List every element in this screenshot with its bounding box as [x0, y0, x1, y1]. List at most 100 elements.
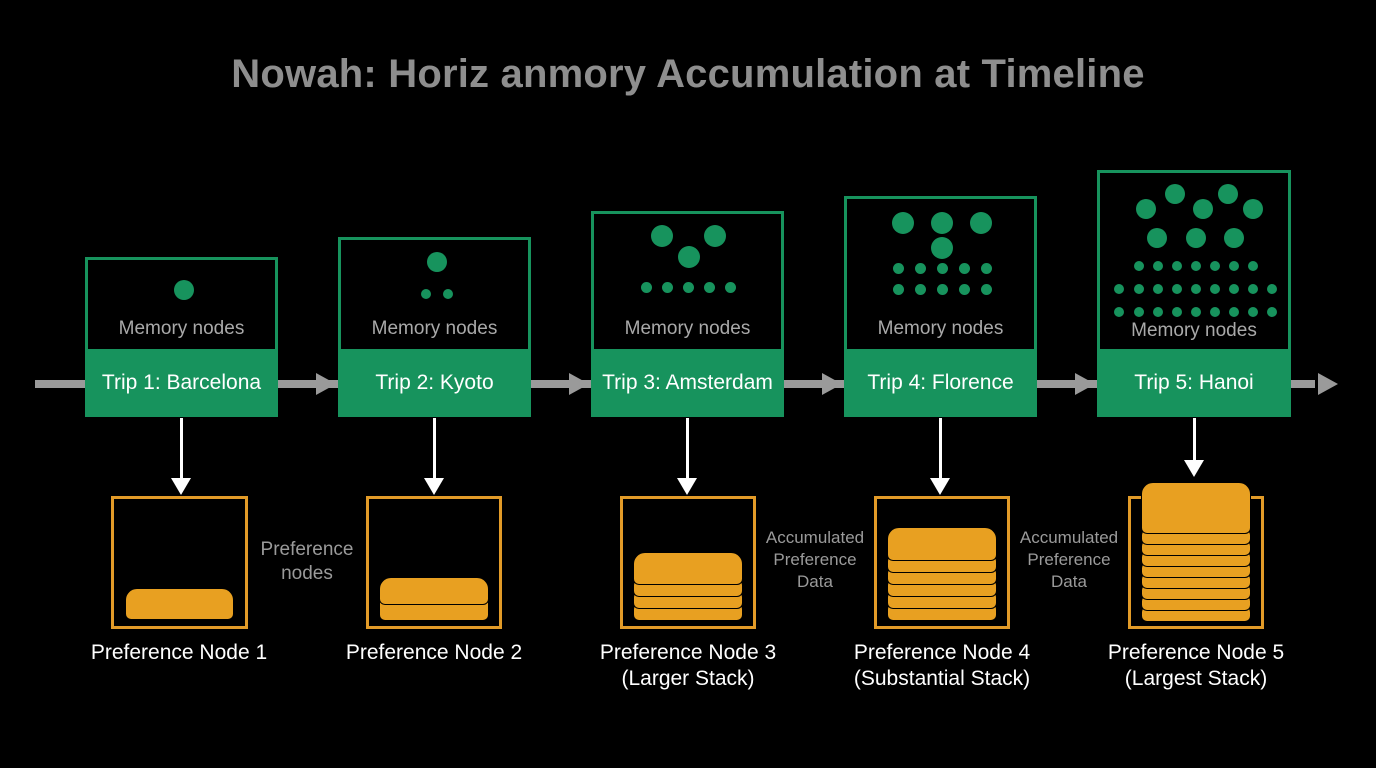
preference-node-title: Preference Node 5	[1107, 641, 1285, 664]
trip-label-1: Trip 1: Barcelona	[85, 349, 278, 417]
memory-node	[1248, 307, 1258, 317]
memory-node	[915, 263, 926, 274]
memory-node	[1243, 199, 1263, 219]
memory-node	[1136, 199, 1156, 219]
preference-node-subtitle: (Substantial Stack)	[853, 667, 1031, 690]
memory-node	[959, 284, 970, 295]
down-arrow-3	[686, 418, 689, 480]
preference-node-label-2: Preference Node 2	[314, 640, 554, 666]
side-label-line: Preference	[1027, 550, 1111, 569]
memory-node	[931, 212, 953, 234]
side-label-line: Preference	[260, 539, 354, 560]
side-label-line: Accumulated	[1019, 528, 1119, 547]
memory-node	[704, 225, 726, 247]
memory-node	[981, 263, 992, 274]
memory-node	[1165, 184, 1185, 204]
side-label-line: Data	[1051, 572, 1087, 591]
preference-node-label-5: Preference Node 5 (Largest Stack)	[1076, 640, 1316, 692]
memory-node	[1186, 228, 1206, 248]
side-label-line: Preference	[773, 550, 857, 569]
preference-stack-layer	[379, 577, 489, 605]
memory-node	[1229, 284, 1239, 294]
down-arrow-5	[1193, 418, 1196, 462]
timeline-arrow-end	[1318, 373, 1338, 395]
preference-node-title: Preference Node 3	[599, 641, 777, 664]
preference-stack-layer	[1141, 482, 1251, 534]
trip-label-4: Trip 4: Florence	[844, 349, 1037, 417]
preference-stack-layer	[125, 588, 234, 620]
memory-node	[1191, 284, 1201, 294]
preference-stack-layer	[887, 527, 997, 561]
trip-label-2: Trip 2: Kyoto	[338, 349, 531, 417]
preference-node-box-2	[366, 496, 502, 629]
trip-node-3: Memory nodes Trip 3: Amsterdam	[591, 211, 784, 417]
trip-node-4: Memory nodes Trip 4: Florence	[844, 196, 1037, 417]
memory-node	[1172, 307, 1182, 317]
preference-node-label-4: Preference Node 4 (Substantial Stack)	[822, 640, 1062, 692]
memory-node	[1114, 284, 1124, 294]
preference-node-label-1: Preference Node 1	[59, 640, 299, 666]
memory-node	[892, 212, 914, 234]
down-arrow-2	[433, 418, 436, 480]
memory-node	[1172, 284, 1182, 294]
memory-node	[427, 252, 447, 272]
memory-node	[1153, 307, 1163, 317]
timeline-arrow-4	[1075, 373, 1095, 395]
memory-node	[915, 284, 926, 295]
memory-node	[1147, 228, 1167, 248]
memory-node	[937, 263, 948, 274]
memory-node	[443, 289, 453, 299]
side-label-preference-nodes: Preference nodes	[242, 538, 372, 586]
preference-node-box-4	[874, 496, 1010, 629]
memory-node	[1210, 284, 1220, 294]
side-label-line: nodes	[281, 563, 333, 584]
memory-node	[174, 280, 194, 300]
memory-node	[1191, 261, 1201, 271]
preference-node-title: Preference Node 4	[853, 641, 1031, 664]
trip-label-5: Trip 5: Hanoi	[1097, 349, 1291, 417]
side-label-accumulated-3-4: Accumulated Preference Data	[750, 527, 880, 593]
down-arrowhead-5	[1184, 460, 1204, 477]
timeline-arrow-1	[316, 373, 336, 395]
memory-node	[725, 282, 736, 293]
memory-node	[893, 263, 904, 274]
memory-node	[1114, 307, 1124, 317]
preference-node-subtitle: (Larger Stack)	[621, 667, 755, 690]
timeline-arrow-2	[569, 373, 589, 395]
trip-node-2: Memory nodes Trip 2: Kyoto	[338, 237, 531, 417]
memory-node	[1248, 261, 1258, 271]
side-label-accumulated-4-5: Accumulated Preference Data	[1004, 527, 1134, 593]
memory-node	[959, 263, 970, 274]
memory-node	[1218, 184, 1238, 204]
memory-node	[683, 282, 694, 293]
preference-node-box-3	[620, 496, 756, 629]
down-arrow-1	[180, 418, 183, 480]
timeline-arrow-3	[822, 373, 842, 395]
memory-node	[662, 282, 673, 293]
down-arrowhead-2	[424, 478, 444, 495]
memory-nodes-label: Memory nodes	[1131, 320, 1257, 341]
trip-node-5: Memory nodes Trip 5: Hanoi	[1097, 170, 1291, 417]
memory-node	[1153, 261, 1163, 271]
preference-stack-layer	[633, 552, 743, 585]
preference-node-box-1	[111, 496, 248, 629]
memory-node	[970, 212, 992, 234]
memory-node	[937, 284, 948, 295]
memory-node	[1172, 261, 1182, 271]
memory-node	[651, 225, 673, 247]
down-arrowhead-4	[930, 478, 950, 495]
memory-node	[1191, 307, 1201, 317]
memory-node	[1248, 284, 1258, 294]
memory-node	[1229, 261, 1239, 271]
preference-node-subtitle: (Largest Stack)	[1124, 667, 1268, 690]
memory-node	[1267, 284, 1277, 294]
memory-node	[1153, 284, 1163, 294]
trip-node-1: Memory nodes Trip 1: Barcelona	[85, 257, 278, 417]
memory-nodes-label: Memory nodes	[118, 318, 245, 339]
memory-node	[1267, 307, 1277, 317]
memory-node	[1134, 284, 1144, 294]
preference-node-title: Preference Node 2	[345, 641, 523, 664]
side-label-line: Accumulated	[765, 528, 865, 547]
memory-node	[1210, 307, 1220, 317]
preference-node-label-3: Preference Node 3 (Larger Stack)	[568, 640, 808, 692]
